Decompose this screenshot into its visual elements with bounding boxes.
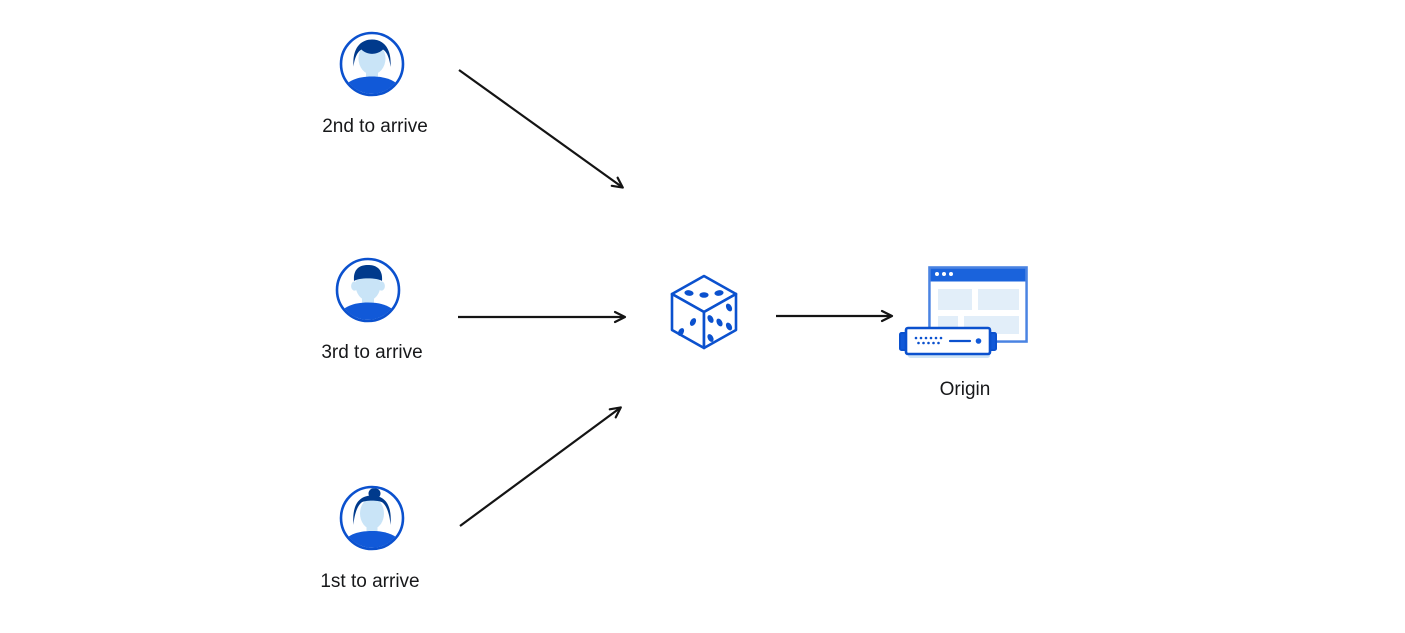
- server-vent-dots: [914, 336, 943, 345]
- avatar-face: [360, 498, 384, 529]
- arrow-second-user-to-dice: [458, 69, 624, 189]
- dice-pips: [677, 290, 733, 342]
- node-label-second-user: 2nd to arrive: [322, 116, 428, 137]
- node-label-origin: Origin: [939, 379, 991, 400]
- node-third-user: [335, 257, 401, 328]
- node-label-first-user: 1st to arrive: [320, 571, 420, 592]
- server-body: [904, 326, 992, 356]
- avatar-hair: [353, 39, 391, 67]
- server-icon: [899, 326, 997, 358]
- node-randomizer: [669, 274, 739, 355]
- avatar-hair: [353, 265, 383, 281]
- node-first-user: [339, 485, 405, 556]
- node-label-third-user: 3rd to arrive: [321, 342, 423, 363]
- server-indicator-light: [975, 338, 982, 344]
- user-avatar-male-short-hair-icon: [335, 257, 401, 323]
- dice-icon: [670, 274, 738, 350]
- user-avatar-male-icon: [339, 31, 405, 97]
- arrow-first-user-to-dice: [459, 406, 622, 527]
- node-origin: [898, 264, 1028, 371]
- node-second-user: [339, 31, 405, 102]
- browser-window-dots: [935, 272, 953, 276]
- user-avatar-female-icon: [339, 485, 405, 551]
- origin-server-browser-icon: [899, 266, 1028, 358]
- browser-title-bar: [928, 266, 1028, 282]
